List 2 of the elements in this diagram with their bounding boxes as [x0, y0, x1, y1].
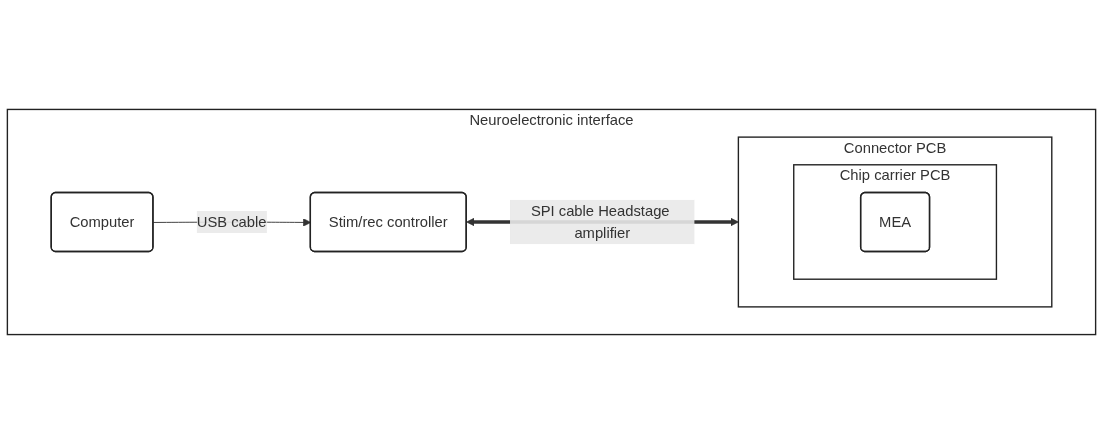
edge-label: USB cable — [196, 213, 267, 230]
edge-label: SPI cable Headstage amplifier — [530, 202, 670, 241]
